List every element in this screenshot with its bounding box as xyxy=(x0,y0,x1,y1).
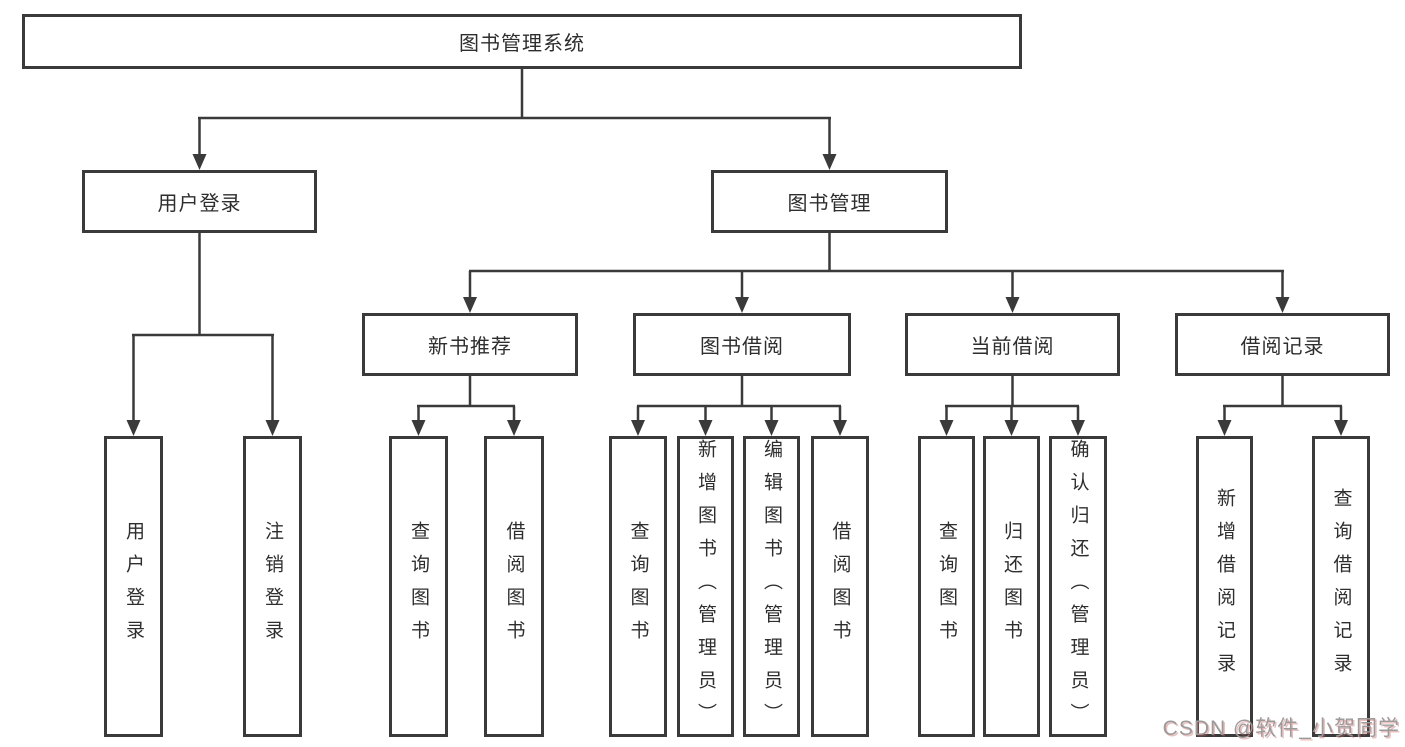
leaf-label: 确认归还（管理员） xyxy=(1067,439,1089,736)
leaf-label: 查询借阅记录 xyxy=(1330,487,1352,686)
node-root: 图书管理系统 xyxy=(22,14,1022,69)
leaf-label: 编辑图书（管理员） xyxy=(761,439,782,736)
leaf-label: 查询图书 xyxy=(408,520,429,653)
leaf-label: 查询图书 xyxy=(627,520,649,653)
leaf-label: 新增图书（管理员） xyxy=(695,439,716,736)
node-borrow-records: 借阅记录 xyxy=(1175,313,1390,376)
leaf-borrow-add-book-admin: 新增图书（管理员） xyxy=(677,436,734,737)
leaf-current-query-book: 查询图书 xyxy=(918,436,975,737)
leaf-label: 借阅图书 xyxy=(503,520,525,653)
leaf-label: 注销登录 xyxy=(262,520,283,653)
node-new-book-recommend: 新书推荐 xyxy=(362,313,578,376)
leaf-label: 借阅图书 xyxy=(829,520,851,653)
leaf-rec-borrow-book: 借阅图书 xyxy=(484,436,544,737)
leaf-current-return-book: 归还图书 xyxy=(983,436,1040,737)
leaf-label: 用户登录 xyxy=(123,520,144,653)
leaf-borrow-borrow-book: 借阅图书 xyxy=(811,436,869,737)
leaf-label: 查询图书 xyxy=(936,520,957,653)
leaf-logout: 注销登录 xyxy=(243,436,302,737)
leaf-rec-query-book: 查询图书 xyxy=(389,436,448,737)
leaf-borrow-edit-book-admin: 编辑图书（管理员） xyxy=(743,436,800,737)
leaf-records-add-record: 新增借阅记录 xyxy=(1196,436,1253,737)
leaf-label: 归还图书 xyxy=(1001,520,1022,653)
leaf-current-confirm-return-admin: 确认归还（管理员） xyxy=(1049,436,1107,737)
node-current-borrow: 当前借阅 xyxy=(905,313,1120,376)
leaf-label: 新增借阅记录 xyxy=(1214,487,1235,686)
node-user-login: 用户登录 xyxy=(82,170,317,233)
leaf-records-query-record: 查询借阅记录 xyxy=(1312,436,1370,737)
node-book-borrow: 图书借阅 xyxy=(633,313,851,376)
node-book-management: 图书管理 xyxy=(711,170,948,233)
leaf-user-login: 用户登录 xyxy=(104,436,163,737)
leaf-borrow-query-book: 查询图书 xyxy=(609,436,667,737)
csdn-watermark: CSDN @软件_小贺同学 xyxy=(1162,717,1400,740)
